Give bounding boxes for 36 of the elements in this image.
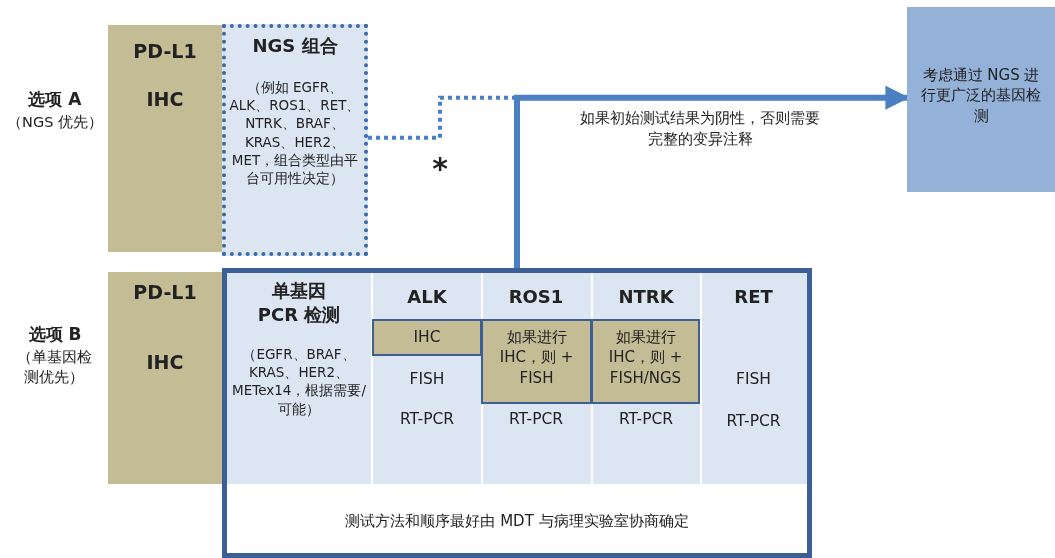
tan-box (591, 319, 700, 404)
option-note: （NGS 优先） (6, 113, 104, 132)
box-heading: PD-L1 (132, 39, 198, 64)
box-heading: NGS 组合 (251, 34, 339, 58)
gene-list-text: （EGFR、BRAF、KRAS、HER2、METex14，根据需要/可能） (231, 345, 367, 418)
tan-box (372, 319, 482, 356)
box-text: （例如 EGFR、ALK、ROS1、RET、NTRK、BRAF、KRAS、HER2、MET，组合类型由平台可用性决定） (228, 78, 362, 188)
column-heading: 单基因 PCR 检测 (256, 279, 342, 328)
column-heading: NTRK (617, 285, 675, 309)
tan-panel (108, 272, 222, 484)
edge-label: 如果初始测试结果为阴性，否则需要完整的变异注释 (580, 108, 820, 150)
tan-box (481, 319, 592, 404)
dotted-box (222, 24, 368, 256)
option-heading: 选项 A (27, 88, 83, 111)
box-text: IHC (412, 327, 442, 348)
result-box (907, 7, 1055, 192)
option-heading: 选项 B (27, 323, 83, 346)
method-text: RT-PCR (507, 409, 565, 430)
column-heading: ROS1 (507, 285, 565, 309)
method-text: RT-PCR (725, 411, 782, 432)
box-text: 测试方法和顺序最好由 MDT 与病理实验室协商确定 (344, 511, 690, 532)
box-text: 考虑通过 NGS 进行更广泛的基因检测 (921, 65, 1041, 126)
tan-panel (108, 25, 222, 252)
box-text: 如果进行 IHC，则 + FISH (499, 327, 574, 388)
column-heading: RET (733, 285, 774, 309)
box-text: IHC (145, 87, 185, 112)
column-heading: ALK (406, 285, 448, 309)
method-text: FISH (735, 369, 772, 390)
box-heading: PD-L1 (132, 280, 198, 305)
method-text: FISH (408, 369, 446, 390)
option-note: （单基因检测优先） (15, 348, 93, 387)
method-text: RT-PCR (398, 409, 456, 430)
box-text: 如果进行 IHC，则 + FISH/NGS (607, 327, 684, 388)
box-text: IHC (145, 350, 185, 375)
option-box (222, 268, 812, 558)
method-text: RT-PCR (617, 409, 675, 430)
